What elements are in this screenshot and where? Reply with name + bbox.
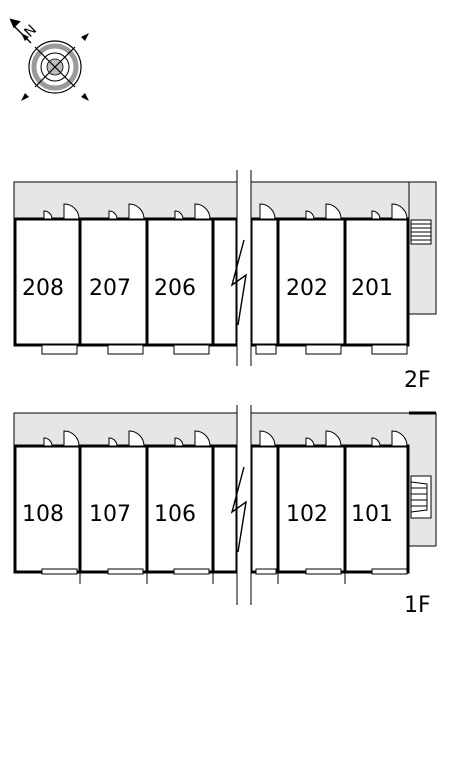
room-106-label: 106 [154, 502, 196, 527]
floor-1f-label: 1F [404, 593, 431, 618]
stair-icon [410, 475, 432, 519]
room-208-label: 208 [22, 276, 64, 301]
floor-1-plan [13, 405, 437, 605]
stair-icon [410, 219, 432, 245]
floor-2f-label: 2F [404, 368, 431, 393]
room-108-label: 108 [22, 502, 64, 527]
room-201-label: 201 [351, 276, 393, 301]
room-202-label: 202 [286, 276, 328, 301]
room-206-label: 206 [154, 276, 196, 301]
compass-rose-icon: N [9, 18, 89, 101]
floor-2-plan [13, 170, 437, 366]
room-107-label: 107 [89, 502, 131, 527]
room-102-label: 102 [286, 502, 328, 527]
room-101-label: 101 [351, 502, 393, 527]
room-207-label: 207 [89, 276, 131, 301]
